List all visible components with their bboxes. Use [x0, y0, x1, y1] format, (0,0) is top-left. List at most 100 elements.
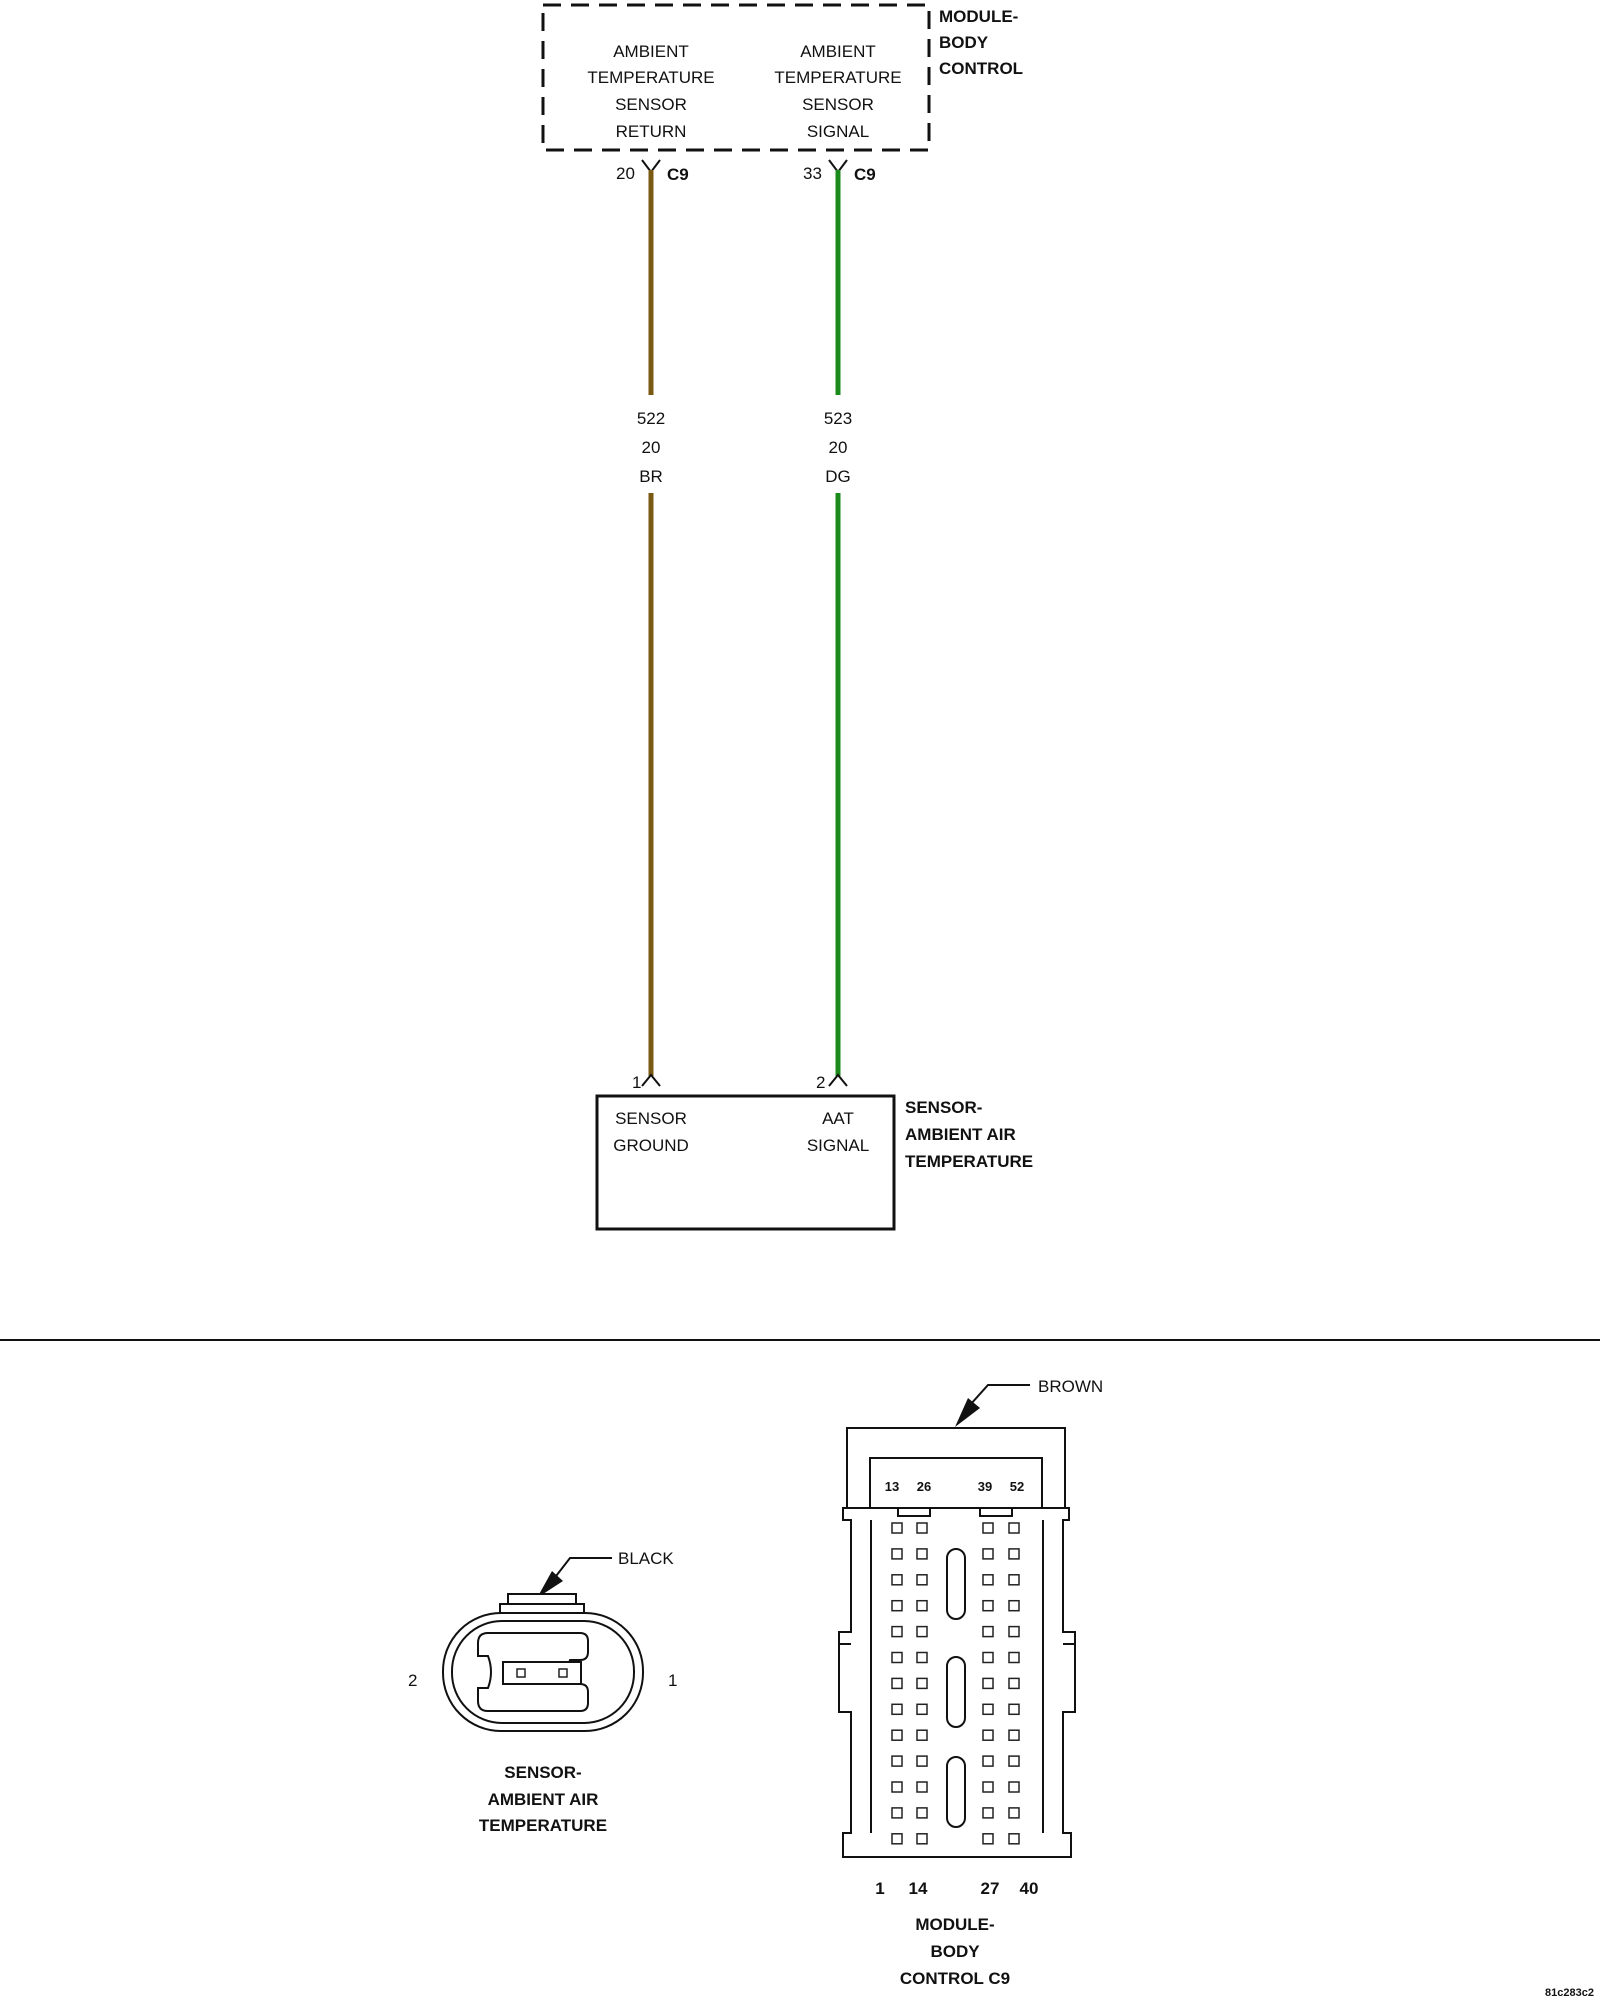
- bcm-connector-signal: C9: [854, 165, 876, 184]
- bcm-cavity-r11-c1: [891, 1781, 903, 1793]
- bcm-return-line-3: SENSOR: [615, 95, 687, 114]
- bcm-top-pin-39: 39: [978, 1479, 992, 1494]
- bcm-cavity-r11-c2: [916, 1781, 928, 1793]
- bcm-cavity-r6-c3: [982, 1651, 994, 1664]
- bcm-c9-connector-face-view: BROWN 13 26 39 52 1 14 27 40 MODULE- BOD…: [838, 1377, 1103, 1988]
- bcm-cavity-r12-c1: [891, 1807, 903, 1819]
- bcm-bottom-pin-1: 1: [875, 1879, 884, 1898]
- bcm-key-slot-1: [946, 1548, 966, 1620]
- bcm-cavity-r10-c3: [982, 1755, 994, 1767]
- bcm-cavity-r2-c2: [916, 1548, 928, 1560]
- bcm-cavity-r1-c4: [1008, 1522, 1020, 1534]
- body-control-module: MODULE- BODY CONTROL AMBIENT TEMPERATURE…: [541, 3, 1023, 184]
- bcm-key-slot-2: [946, 1656, 966, 1728]
- bcm-top-pin-labels: 13 26 39 52: [885, 1479, 1024, 1494]
- bcm-cavity-r8-c3: [982, 1703, 994, 1716]
- bcm-cavity-r4-c2: [916, 1599, 928, 1612]
- bcm-cavity-r7-c1: [891, 1677, 903, 1690]
- sensor-connector-pin-left: 2: [408, 1671, 417, 1690]
- bcm-key-slot-3: [946, 1756, 966, 1828]
- bcm-signal-line-2: TEMPERATURE: [774, 68, 901, 87]
- bcm-bottom-pin-40: 40: [1020, 1879, 1039, 1898]
- sensor-connector-title-2: AMBIENT AIR: [488, 1790, 599, 1809]
- bcm-cavity-r13-c3: [982, 1833, 994, 1845]
- bcm-cavity-r4-c4: [1008, 1599, 1020, 1612]
- bcm-cavity-r2-c1: [891, 1548, 903, 1560]
- wire-522-gauge: 20: [642, 438, 661, 457]
- bcm-return-line-4: RETURN: [616, 122, 687, 141]
- bcm-cavity-r4-c3: [982, 1599, 994, 1612]
- sensor-pin-signal: 2: [816, 1073, 825, 1092]
- bcm-cavity-r3-c3: [982, 1574, 994, 1586]
- bcm-cavity-r8-c1: [891, 1703, 903, 1716]
- bcm-cavity-r7-c2: [916, 1677, 928, 1690]
- bcm-cavity-r10-c1: [891, 1755, 903, 1767]
- bcm-pin-return: 20: [616, 164, 635, 183]
- bcm-return-line-1: AMBIENT: [613, 42, 689, 61]
- bcm-connector-title-3: CONTROL C9: [900, 1969, 1010, 1988]
- bcm-cavity-r11-c4: [1008, 1781, 1020, 1793]
- bcm-cavity-r12-c2: [916, 1807, 928, 1819]
- ambient-air-temp-sensor: 1 2 SENSOR GROUND AAT SIGNAL SENSOR- AMB…: [595, 1073, 1033, 1231]
- bcm-cavity-r10-c2: [916, 1755, 928, 1767]
- bcm-bottom-pin-14: 14: [909, 1879, 928, 1898]
- bcm-cavity-r3-c4: [1008, 1574, 1020, 1586]
- bcm-cavity-r13-c2: [916, 1833, 928, 1845]
- sensor-connector-color: BLACK: [618, 1549, 674, 1568]
- bcm-cavity-r12-c4: [1008, 1807, 1020, 1819]
- bcm-cavity-r10-c4: [1008, 1755, 1020, 1767]
- bcm-top-pin-52: 52: [1010, 1479, 1024, 1494]
- bcm-cavity-r6-c2: [916, 1651, 928, 1664]
- sensor-title-line-1: SENSOR-: [905, 1098, 982, 1117]
- bcm-cavity-r8-c2: [916, 1703, 928, 1716]
- wire-522: 522 20 BR: [637, 159, 665, 1087]
- wire-522-circuit: 522: [637, 409, 665, 428]
- sensor-signal-line-1: AAT: [822, 1109, 854, 1128]
- sensor-box: [595, 1094, 896, 1231]
- bcm-connector-title-2: BODY: [930, 1942, 980, 1961]
- sensor-connector-latch: [507, 1593, 577, 1605]
- bcm-cavity-r3-c1: [891, 1574, 903, 1586]
- bcm-cavity-r6-c4: [1008, 1651, 1020, 1664]
- bcm-connector-color: BROWN: [1038, 1377, 1103, 1396]
- bcm-bottom-pin-27: 27: [981, 1879, 1000, 1898]
- bcm-cavity-r7-c4: [1008, 1677, 1020, 1690]
- bcm-title-line-1: MODULE-: [939, 7, 1018, 26]
- sensor-terminal-signal: [828, 1073, 848, 1087]
- bcm-cavity-r1-c3: [982, 1522, 994, 1534]
- bcm-cavity-r13-c1: [891, 1833, 903, 1845]
- bcm-cavity-r2-c3: [982, 1548, 994, 1560]
- bcm-color-leader: [969, 1384, 1030, 1406]
- bcm-title-line-2: BODY: [939, 33, 989, 52]
- bcm-bottom-pin-labels: 1 14 27 40: [875, 1879, 1038, 1898]
- bcm-cavity-r5-c2: [916, 1625, 928, 1638]
- bcm-signal-line-3: SENSOR: [802, 95, 874, 114]
- sensor-connector-title-1: SENSOR-: [504, 1763, 581, 1782]
- sensor-connector-title-3: TEMPERATURE: [479, 1816, 607, 1835]
- wire-523: 523 20 DG: [824, 159, 852, 1087]
- sensor-connector-terminal-bar: [502, 1661, 582, 1685]
- bcm-dashed-box: [541, 3, 931, 152]
- bcm-cavity-r12-c3: [982, 1807, 994, 1819]
- bcm-cavity-r9-c3: [982, 1729, 994, 1741]
- sensor-cavity-pin-1: [558, 1668, 568, 1678]
- bcm-cavity-r5-c4: [1008, 1625, 1020, 1638]
- bcm-pin-signal: 33: [803, 164, 822, 183]
- bcm-top-pin-26: 26: [917, 1479, 931, 1494]
- bcm-signal-line-4: SIGNAL: [807, 122, 869, 141]
- sensor-connector-inner: [451, 1620, 635, 1724]
- bcm-cavity-r11-c3: [982, 1781, 994, 1793]
- bcm-color-arrow: [955, 1398, 980, 1427]
- sensor-color-leader: [552, 1557, 612, 1581]
- sensor-color-arrow: [537, 1571, 563, 1598]
- sensor-connector-pin-right: 1: [668, 1671, 677, 1690]
- wire-523-gauge: 20: [829, 438, 848, 457]
- bcm-cavity-grid: [891, 1522, 1020, 1845]
- bcm-cavity-r9-c2: [916, 1729, 928, 1741]
- bcm-cavity-r9-c4: [1008, 1729, 1020, 1741]
- sensor-pin-ground: 1: [632, 1073, 641, 1092]
- sensor-title-line-2: AMBIENT AIR: [905, 1125, 1016, 1144]
- bcm-cavity-r2-c4: [1008, 1548, 1020, 1560]
- bcm-cavity-r7-c3: [982, 1677, 994, 1690]
- sensor-terminal-ground: [641, 1073, 661, 1087]
